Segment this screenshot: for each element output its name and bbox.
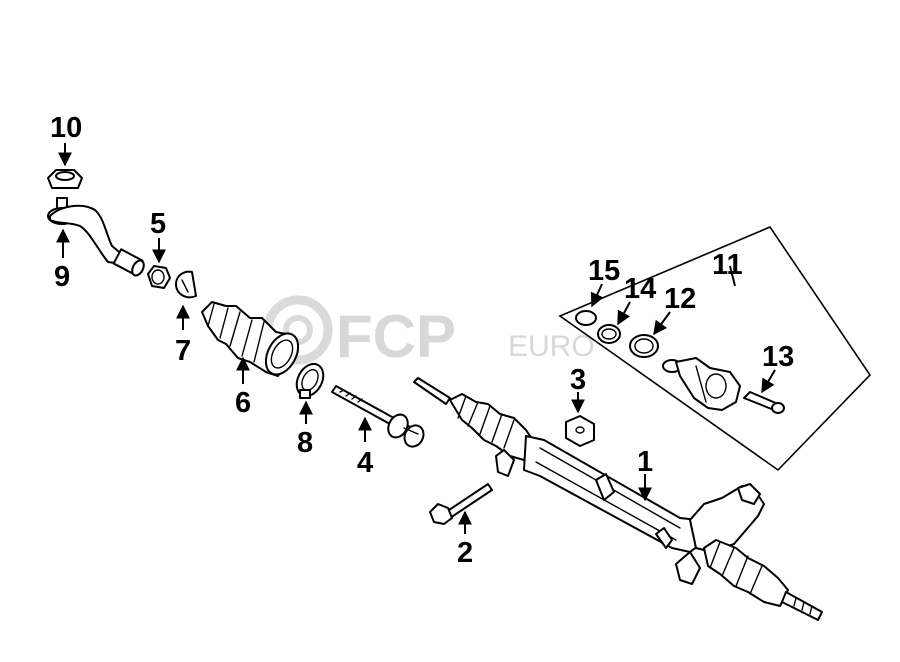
leader-12 <box>653 311 671 336</box>
part-10-nut <box>47 169 83 189</box>
seal-kit-outline <box>558 226 872 472</box>
part-2-bolt <box>429 483 493 525</box>
leader-14 <box>617 301 631 326</box>
watermark: FCP EURO <box>263 295 595 370</box>
callout-9: 9 <box>54 261 70 293</box>
callout-8: 8 <box>297 427 313 459</box>
callout-13: 13 <box>762 341 794 373</box>
callout-6: 6 <box>235 387 251 419</box>
callout-4: 4 <box>357 447 373 479</box>
callout-11: 11 <box>712 249 743 281</box>
part-11-valve-body <box>662 357 741 411</box>
watermark-suffix: EURO <box>508 330 595 363</box>
callout-1: 1 <box>637 446 653 478</box>
part-3-bracket <box>565 415 595 447</box>
callout-7: 7 <box>175 335 191 367</box>
part-9-tie-rod-end <box>47 197 145 277</box>
part-14-seal-ring <box>597 324 621 344</box>
part-6-boot <box>201 301 300 377</box>
leader-15 <box>590 283 604 308</box>
callout-12: 12 <box>664 283 696 315</box>
part-13-bolt <box>743 391 785 414</box>
callout-5: 5 <box>150 208 166 240</box>
watermark-brand: FCP <box>336 303 456 370</box>
callout-2: 2 <box>457 537 473 569</box>
leader-13 <box>761 369 776 394</box>
part-12-seal-ring <box>629 334 659 358</box>
part-7-clip <box>175 270 197 299</box>
callout-15: 15 <box>588 255 620 287</box>
part-15-o-ring <box>575 310 597 326</box>
callout-10: 10 <box>50 112 82 144</box>
callout-3: 3 <box>570 364 586 396</box>
part-5-nut <box>147 265 171 289</box>
part-1-steering-rack <box>413 377 823 621</box>
part-4-inner-tie-rod <box>331 385 425 448</box>
callout-14: 14 <box>624 273 656 305</box>
leader-11 <box>729 265 736 287</box>
part-8-clamp <box>295 362 325 399</box>
